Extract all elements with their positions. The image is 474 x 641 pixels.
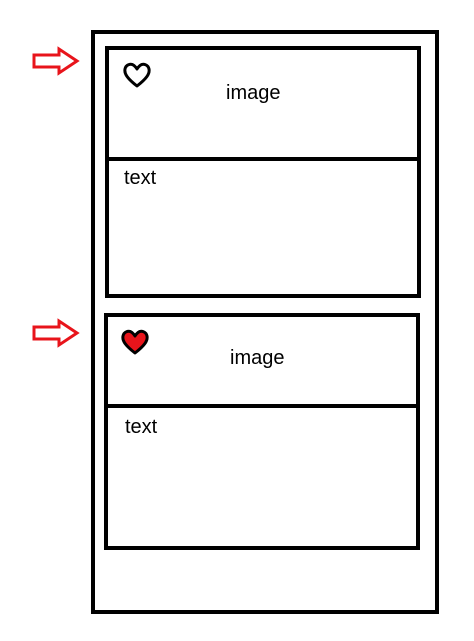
annotation-arrow-icon — [32, 318, 80, 348]
post-card[interactable]: image text — [104, 313, 420, 550]
heart-filled-icon[interactable] — [120, 328, 150, 356]
heart-outline-icon[interactable] — [122, 61, 152, 89]
card-text: text — [125, 416, 158, 438]
card-image-area[interactable]: image — [109, 50, 417, 161]
image-placeholder-label: image — [226, 82, 281, 104]
post-card[interactable]: image text — [105, 46, 421, 298]
image-placeholder-label: image — [230, 347, 285, 369]
annotation-arrow-icon — [32, 46, 80, 76]
card-image-area[interactable]: image — [108, 317, 416, 408]
card-text: text — [124, 167, 157, 189]
